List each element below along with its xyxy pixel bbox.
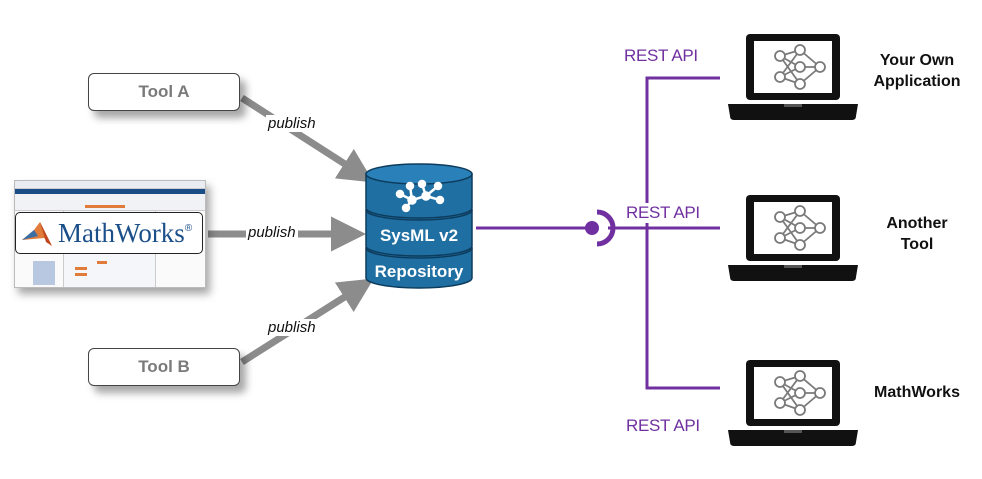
registered-mark: ® bbox=[184, 222, 193, 234]
mathworks-membrane-icon bbox=[22, 222, 52, 246]
mathworks-logo-text: MathWorks bbox=[58, 217, 185, 248]
laptop-neural-network-icon bbox=[728, 34, 858, 120]
publish-label-tool-b: publish bbox=[266, 319, 318, 336]
tool-a-box[interactable]: Tool A bbox=[88, 73, 240, 111]
api-socket-ball bbox=[585, 221, 599, 235]
consumer-laptop-2[interactable] bbox=[728, 193, 858, 288]
publish-label-mathworks: publish bbox=[246, 224, 298, 241]
consumer-label-1: Your Own Application bbox=[862, 50, 972, 92]
tool-a-label: Tool A bbox=[138, 82, 190, 101]
rest-api-label-bottom: REST API bbox=[624, 416, 702, 436]
network-graph-icon bbox=[395, 179, 445, 213]
rest-api-label-middle: REST API bbox=[624, 203, 702, 223]
rest-api-label-top: REST API bbox=[622, 46, 700, 66]
consumer-label-2-line2: Tool bbox=[900, 236, 934, 253]
repository-title: SysML v2 bbox=[379, 226, 459, 245]
consumer-label-3-line1: MathWorks bbox=[874, 384, 960, 401]
tool-b-label: Tool B bbox=[138, 357, 190, 376]
tool-b-box[interactable]: Tool B bbox=[88, 348, 240, 386]
consumer-label-2-line1: Another bbox=[886, 215, 948, 232]
consumer-label-2: Another Tool bbox=[862, 213, 972, 255]
laptop-neural-network-icon bbox=[728, 195, 858, 281]
publish-label-tool-a: publish bbox=[266, 115, 318, 132]
api-bus-vertical bbox=[645, 76, 720, 390]
consumer-label-1-line1: Your Own bbox=[879, 52, 955, 69]
mathworks-logo: MathWorks ® bbox=[15, 212, 203, 254]
repository-subtitle: Repository bbox=[374, 262, 464, 281]
publish-arrow-tool-a bbox=[240, 95, 374, 183]
consumer-laptop-1[interactable] bbox=[728, 32, 858, 127]
database-cylinder-icon bbox=[365, 163, 473, 289]
consumer-label-3: MathWorks bbox=[862, 382, 972, 403]
consumer-laptop-3[interactable] bbox=[728, 358, 858, 453]
sysml-repository[interactable]: SysML v2 Repository bbox=[360, 160, 478, 300]
consumer-label-1-line2: Application bbox=[873, 73, 961, 90]
laptop-neural-network-icon bbox=[728, 360, 858, 446]
